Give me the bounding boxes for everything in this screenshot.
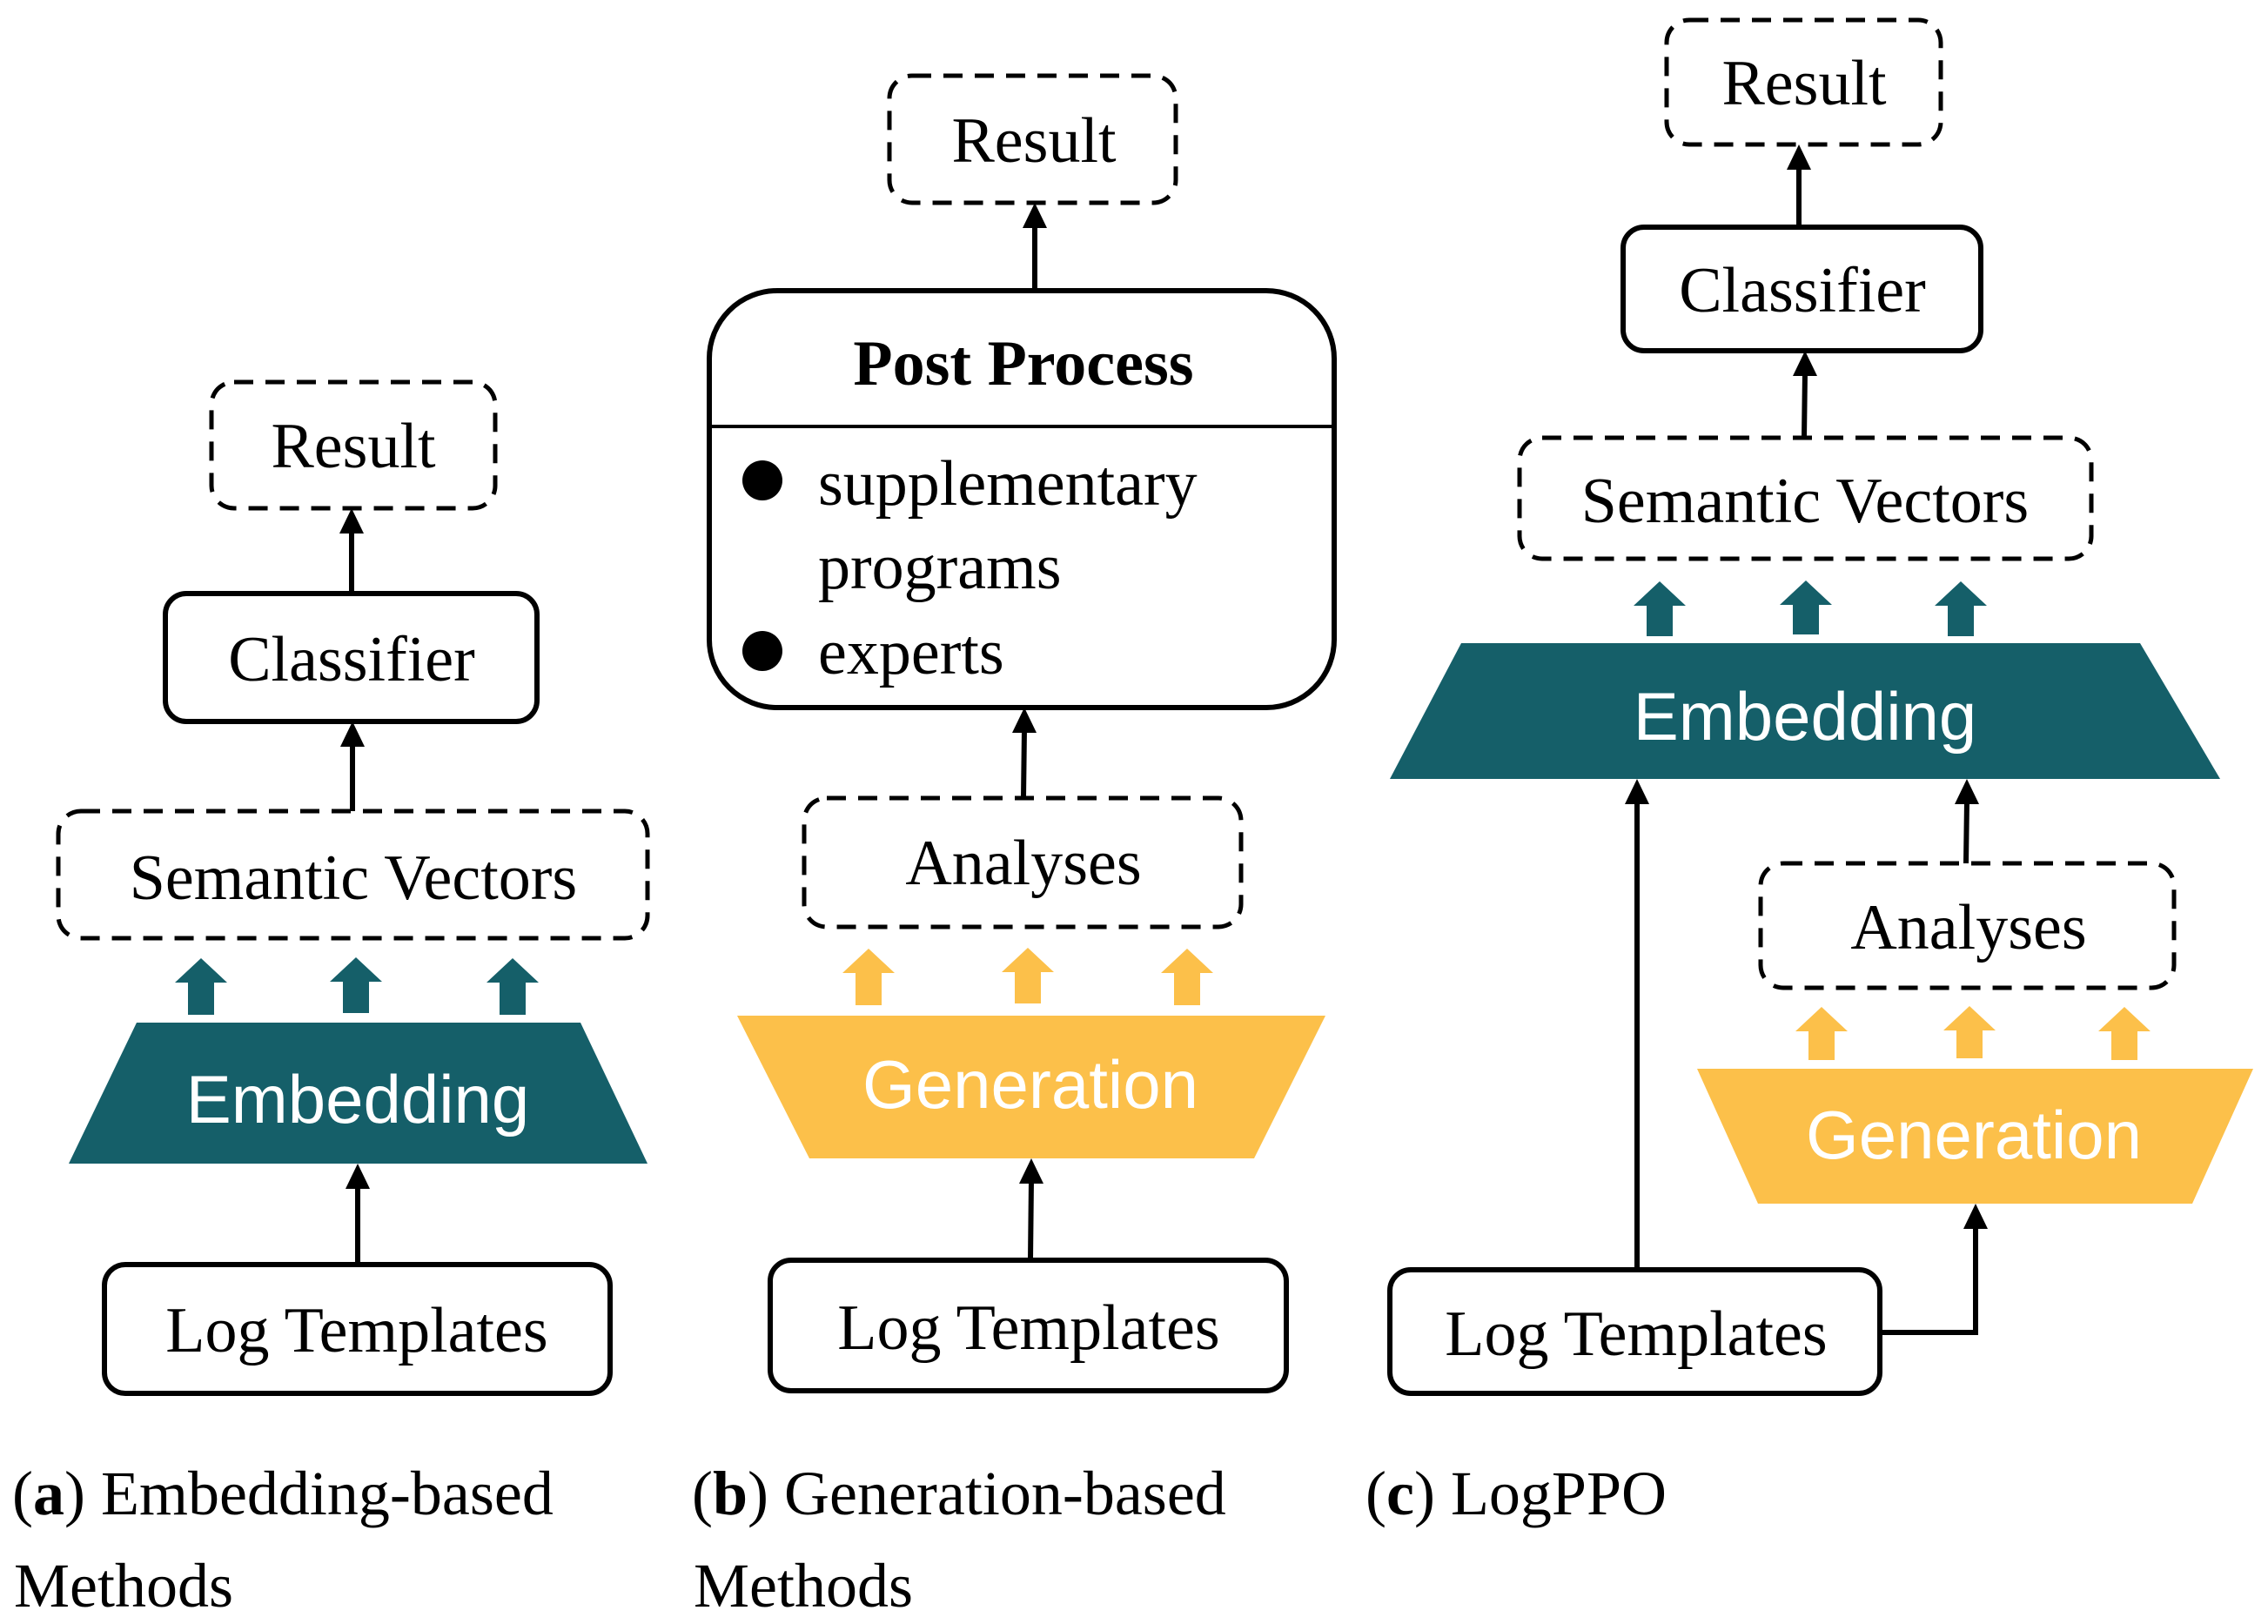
- b-generation-label: Generation: [862, 1046, 1198, 1123]
- b-generation-block: Generation: [737, 1016, 1325, 1158]
- a-embedding-block: Embedding: [69, 1023, 648, 1164]
- b-log-templates-label: Log Templates: [837, 1292, 1219, 1364]
- edge-analyses-to-embedding: [1963, 800, 1969, 864]
- a-semantic-vectors-label: Semantic Vectors: [130, 842, 577, 914]
- block-arrow-icon: [175, 958, 227, 1015]
- c-analyses-label: Analyses: [1850, 892, 2086, 963]
- c-classifier-node: Classifier: [1620, 225, 1983, 353]
- a-result-label: Result: [271, 411, 436, 482]
- b-result-label: Result: [951, 105, 1117, 177]
- arrowhead-icon: [1019, 1158, 1043, 1184]
- panel-b-generation-based: Result Post Process supplementary progra…: [692, 73, 1337, 1621]
- c-generation-output-arrows: [1795, 1006, 2151, 1060]
- c-caption-line1: LogPPO: [1435, 1459, 1667, 1528]
- arrowhead-icon: [346, 1164, 370, 1189]
- b-caption-tag: b: [713, 1459, 748, 1528]
- arrowhead-icon: [1787, 144, 1811, 170]
- block-arrow-icon: [1780, 580, 1832, 634]
- b-post-process-node: Post Process supplementary programs expe…: [707, 288, 1337, 710]
- arrowhead-icon: [1023, 203, 1047, 228]
- arrowhead-icon: [1012, 708, 1037, 733]
- block-arrow-icon: [1634, 581, 1686, 636]
- a-caption-line2: Methods: [14, 1551, 233, 1621]
- c-connectors: [1625, 144, 1988, 1335]
- c-generation-block: Generation: [1697, 1069, 2253, 1204]
- b-caption: (b) Generation-based: [692, 1459, 1226, 1528]
- block-arrow-icon: [842, 949, 895, 1005]
- b-post-process-title: Post Process: [853, 328, 1193, 399]
- c-semantic-vectors-label: Semantic Vectors: [1581, 466, 2029, 537]
- bullet-icon: [742, 631, 782, 671]
- a-classifier-label: Classifier: [228, 624, 475, 695]
- arrowhead-icon: [1793, 351, 1817, 376]
- b-generation-output-arrows: [842, 948, 1213, 1005]
- block-arrow-icon: [1161, 949, 1213, 1005]
- a-log-templates-label: Log Templates: [165, 1295, 547, 1366]
- arrowhead-icon: [340, 721, 365, 747]
- a-semantic-vectors-node: Semantic Vectors: [56, 809, 650, 941]
- arrowhead-icon: [1963, 1204, 1988, 1229]
- edge-logtemplates-to-generation: [1028, 1179, 1034, 1261]
- a-log-templates-node: Log Templates: [102, 1262, 613, 1396]
- c-generation-label: Generation: [1806, 1097, 2142, 1173]
- b-post-process-item: experts: [818, 617, 1004, 688]
- c-result-node: Result: [1664, 17, 1943, 147]
- c-embedding-output-arrows: [1634, 580, 1987, 636]
- c-caption: (c) LogPPO: [1365, 1459, 1667, 1528]
- b-analyses-node: Analyses: [802, 795, 1244, 929]
- a-result-node: Result: [209, 379, 498, 511]
- edge-analyses-to-postprocess: [1021, 728, 1027, 799]
- b-post-process-item: supplementary: [818, 448, 1198, 520]
- edge-semvec-to-classifier: [1802, 372, 1808, 439]
- block-arrow-icon: [330, 957, 382, 1013]
- c-classifier-label: Classifier: [1679, 255, 1926, 326]
- a-classifier-node: Classifier: [163, 591, 540, 724]
- panel-c-logppo: Result Classifier Semantic Vectors Embed…: [1365, 17, 2253, 1528]
- b-result-node: Result: [887, 73, 1178, 205]
- c-embedding-block: Embedding: [1390, 643, 2220, 779]
- block-arrow-icon: [2098, 1007, 2151, 1060]
- block-arrow-icon: [1943, 1006, 1996, 1058]
- c-log-templates-node: Log Templates: [1387, 1267, 1882, 1396]
- b-log-templates-node: Log Templates: [768, 1258, 1289, 1393]
- c-embedding-label: Embedding: [1634, 678, 1977, 755]
- c-caption-tag: c: [1386, 1459, 1414, 1528]
- edge-logtemplates-to-generation: [1880, 1225, 1978, 1335]
- block-arrow-icon: [1002, 948, 1054, 1003]
- b-post-process-item-cont: programs: [818, 532, 1062, 603]
- c-analyses-node: Analyses: [1758, 861, 2177, 990]
- a-connectors: [339, 508, 370, 1265]
- a-caption-line1: Embedding-based: [85, 1459, 554, 1528]
- bullet-icon: [742, 460, 782, 500]
- a-embedding-label: Embedding: [186, 1061, 530, 1137]
- a-embedding-output-arrows: [175, 957, 539, 1015]
- c-result-label: Result: [1721, 48, 1887, 119]
- arrowhead-icon: [339, 508, 364, 534]
- block-arrow-icon: [486, 958, 539, 1015]
- a-caption-tag: a: [33, 1459, 64, 1528]
- arrowhead-icon: [1955, 779, 1979, 804]
- a-caption: (a) Embedding-based: [12, 1459, 554, 1528]
- arrowhead-icon: [1625, 779, 1649, 804]
- b-connectors: [1012, 203, 1047, 1261]
- c-semantic-vectors-node: Semantic Vectors: [1517, 435, 2094, 561]
- b-caption-line1: Generation-based: [768, 1459, 1226, 1528]
- c-log-templates-label: Log Templates: [1445, 1299, 1827, 1370]
- block-arrow-icon: [1795, 1007, 1848, 1060]
- b-caption-line2: Methods: [694, 1551, 913, 1621]
- b-analyses-label: Analyses: [905, 828, 1141, 899]
- block-arrow-icon: [1935, 581, 1987, 636]
- panel-a-embedding-based: Result Classifier Semantic Vectors Embed…: [12, 379, 650, 1621]
